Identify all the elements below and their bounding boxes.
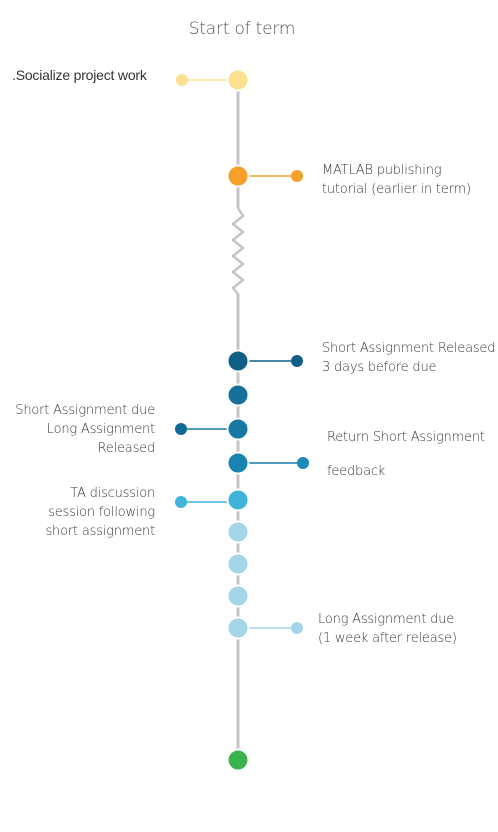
node-socialize	[226, 68, 250, 92]
node-light-2	[226, 552, 250, 576]
side-dot-return-feedback	[297, 457, 309, 469]
label-matlab: MATLAB publishing tutorial (earlier in t…	[322, 163, 471, 197]
side-dot-socialize	[176, 74, 188, 86]
node-between	[226, 383, 250, 407]
node-light-3	[226, 584, 250, 608]
axis-break-zigzag	[231, 207, 245, 295]
node-return-feedback	[226, 451, 250, 475]
label-short-due: Short Assignment due Long Assignment Rel…	[15, 403, 155, 456]
label-long-due: Long Assignment due (1 week after releas…	[318, 612, 457, 646]
node-matlab	[226, 164, 250, 188]
side-dot-ta-session	[175, 496, 187, 508]
label-return-feedback: Return Short Assignment feedback	[327, 430, 485, 479]
side-dot-short-released	[291, 355, 303, 367]
node-long-due	[226, 616, 250, 640]
label-ta-session: TA discussion session following short as…	[45, 486, 155, 539]
node-light-1	[226, 520, 250, 544]
node-short-due	[226, 417, 250, 441]
node-end	[226, 748, 250, 772]
label-socialize: .Socialize project work	[12, 67, 147, 83]
node-short-released	[226, 349, 250, 373]
side-dot-matlab	[291, 170, 303, 182]
label-short-released: Short Assignment Released 3 days before …	[322, 341, 496, 375]
side-dot-long-due	[291, 622, 303, 634]
diagram-title: Start of term	[188, 19, 296, 39]
node-ta-session	[226, 488, 250, 512]
side-dot-short-due	[175, 423, 187, 435]
